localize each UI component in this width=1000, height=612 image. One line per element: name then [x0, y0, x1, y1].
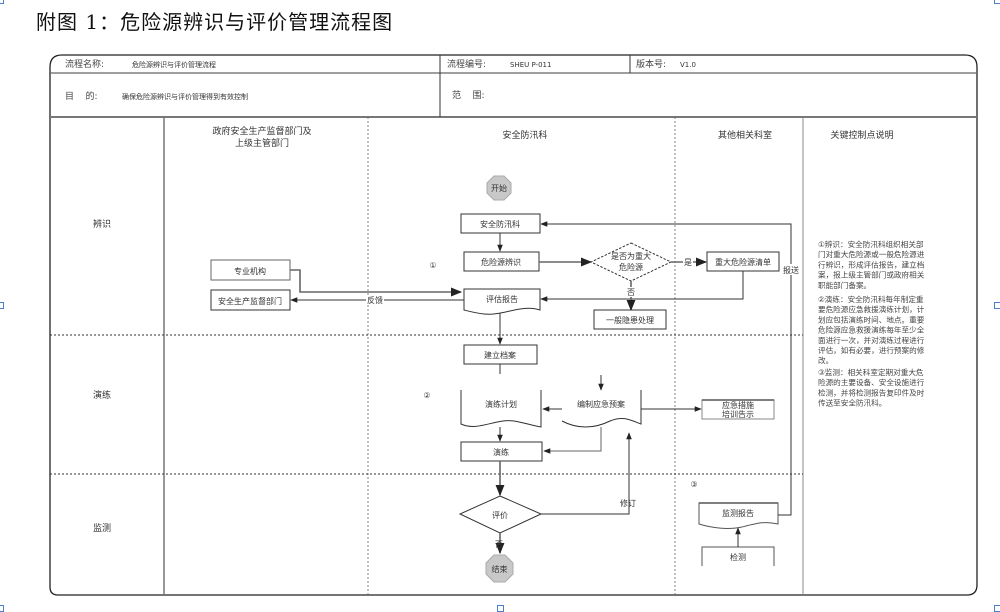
node-decision-major-label-1: 是否为重大: [611, 251, 651, 261]
marker-3: ③: [690, 480, 697, 489]
node-safety-supervision[interactable]: 安全生产监督部门: [210, 289, 291, 311]
node-drill[interactable]: 演练: [460, 441, 543, 462]
node-hazard-identify-label: 危险源辨识: [481, 257, 521, 267]
column-header-gov-line2: 上级主管部门: [235, 137, 289, 149]
selection-handle[interactable]: [0, 0, 4, 4]
selection-handle[interactable]: [994, 302, 1000, 309]
process-name-value: 危险源辨识与评价管理流程: [132, 60, 216, 69]
note-line: 案，报上级主管部门或政府相关: [818, 270, 925, 280]
note-line: ③监测：相关科室定期对重大危: [818, 367, 924, 377]
node-safety-dept-label: 安全防汛科: [480, 219, 520, 229]
edge-monitor-report-send: [540, 221, 792, 516]
node-emergency-notice-label-2: 培训告示: [722, 409, 754, 419]
process-name-label: 流程名称:: [65, 58, 104, 70]
node-monitor-report-label: 监测报告: [722, 508, 754, 518]
edge-majorlist-to-report: [540, 271, 744, 302]
note-line: 评估，如有必要，进行预案的修: [818, 345, 925, 355]
node-evaluate-label: 评价: [492, 511, 508, 520]
phase-label-drill: 演练: [93, 389, 111, 401]
note-line: 改。: [818, 355, 833, 365]
edge-emergency-to-drill: [543, 427, 602, 454]
edge-label-no-end: 否: [495, 540, 503, 549]
key-control-notes: ①辨识：安全防汛科组织相关部门对重大危险源或一般危险源进行辨识，形成评估报告，建…: [818, 239, 925, 408]
column-header-notes: 关键控制点说明: [830, 129, 893, 141]
note-line: 划应包括演练时间、地点。重要: [818, 314, 925, 324]
note-line: ①辨识：安全防汛科组织相关部: [818, 239, 924, 249]
note-line: 职能部门备案。: [818, 280, 871, 290]
node-start-label: 开始: [491, 183, 507, 193]
column-header-safety: 安全防汛科: [502, 129, 547, 141]
note-line: 险源的主要设备、安全设施进行: [818, 377, 925, 387]
version-value: V1.0: [680, 61, 696, 69]
node-start[interactable]: 开始: [486, 175, 512, 201]
edge-label-feedback: 反馈: [367, 295, 383, 305]
node-general-handling-label: 一般隐患处理: [606, 315, 654, 325]
phase-label-identify: 辨识: [93, 218, 111, 230]
edge-label-no: 否: [627, 288, 635, 297]
node-decision-major[interactable]: 是否为重大 危险源: [589, 242, 673, 282]
note-line: ②演练：安全防汛科每年制定重: [818, 294, 924, 304]
node-eval-report-label: 评估报告: [486, 294, 518, 304]
node-archive-label: 建立档案: [484, 350, 516, 360]
node-major-list-label: 重大危险源清单: [715, 257, 771, 267]
column-header-other: 其他相关科室: [718, 129, 772, 141]
node-decision-major-label-2: 危险源: [619, 262, 643, 272]
node-end-label: 结束: [492, 564, 508, 574]
column-header-gov: 政府安全生产监督部门及: [212, 125, 311, 137]
edge-label-yes: 是: [684, 258, 692, 267]
node-emergency-plan-label: 编制应急预案: [577, 399, 625, 409]
edge-evaluate-revise: [541, 432, 632, 515]
marker-2: ②: [423, 391, 430, 400]
page-title: 附图 1：危险源辨识与评价管理流程图: [36, 10, 394, 34]
node-monitor-report[interactable]: 监测报告: [698, 502, 779, 529]
node-emergency-notice-label-1: 应急措施: [722, 400, 754, 410]
edge-label-revise: 修订: [620, 498, 636, 508]
node-inspection[interactable]: 检测: [701, 546, 775, 566]
node-drill-plan-label: 演练计划: [485, 399, 517, 409]
node-safety-supervision-label: 安全生产监督部门: [218, 296, 282, 306]
process-code-label: 流程编号:: [447, 58, 486, 70]
version-label: 版本号:: [636, 58, 666, 70]
node-end[interactable]: 结束: [485, 554, 514, 583]
node-emergency-plan[interactable]: 编制应急预案: [561, 390, 642, 428]
node-inspection-label: 检测: [730, 552, 746, 562]
node-evaluate[interactable]: 评价: [458, 495, 543, 534]
note-line: 传送至安全防汛科。: [818, 398, 886, 408]
selection-handle[interactable]: [0, 302, 4, 309]
edge-label-report: 报送: [783, 265, 799, 275]
phase-label-monitor: 监测: [93, 522, 111, 534]
process-code-value: SHEU P-011: [510, 61, 551, 69]
node-emergency-notice[interactable]: 应急措施 培训告示: [701, 399, 775, 420]
note-line: 检测，并将检测报告复印件及时: [818, 387, 925, 397]
node-general-handling[interactable]: 一般隐患处理: [593, 309, 667, 330]
note-line: 危险源应急救援演练每年至少全: [818, 325, 925, 335]
selection-handle[interactable]: [994, 0, 1000, 4]
note-line: 行辨识，形成评估报告，建立档: [818, 259, 925, 269]
node-eval-report[interactable]: 评估报告: [463, 288, 541, 315]
node-drill-plan[interactable]: 演练计划: [460, 390, 542, 428]
purpose-value: 确保危险源辨识与评价管理得到有效控制: [122, 92, 248, 101]
node-archive[interactable]: 建立档案: [463, 344, 538, 365]
note-line: 面进行一次，并对演练过程进行: [818, 335, 925, 345]
edge-expert-to-report: [290, 269, 463, 297]
node-drill-label: 演练: [493, 447, 509, 457]
node-safety-dept[interactable]: 安全防汛科: [460, 213, 541, 234]
node-expert-org-label: 专业机构: [234, 266, 266, 276]
scope-label: 范 围:: [452, 89, 484, 101]
outer-frame: [49, 54, 978, 596]
node-hazard-identify[interactable]: 危险源辨识: [463, 251, 540, 272]
note-line: 要危险源应急救援演练计划，计: [818, 304, 925, 314]
marker-1: ①: [429, 261, 436, 270]
node-expert-org[interactable]: 专业机构: [210, 259, 291, 281]
purpose-label: 目 的:: [65, 90, 97, 102]
node-major-list[interactable]: 重大危险源清单: [706, 251, 780, 272]
note-line: 门对重大危险源或一般危险源进: [818, 249, 925, 259]
